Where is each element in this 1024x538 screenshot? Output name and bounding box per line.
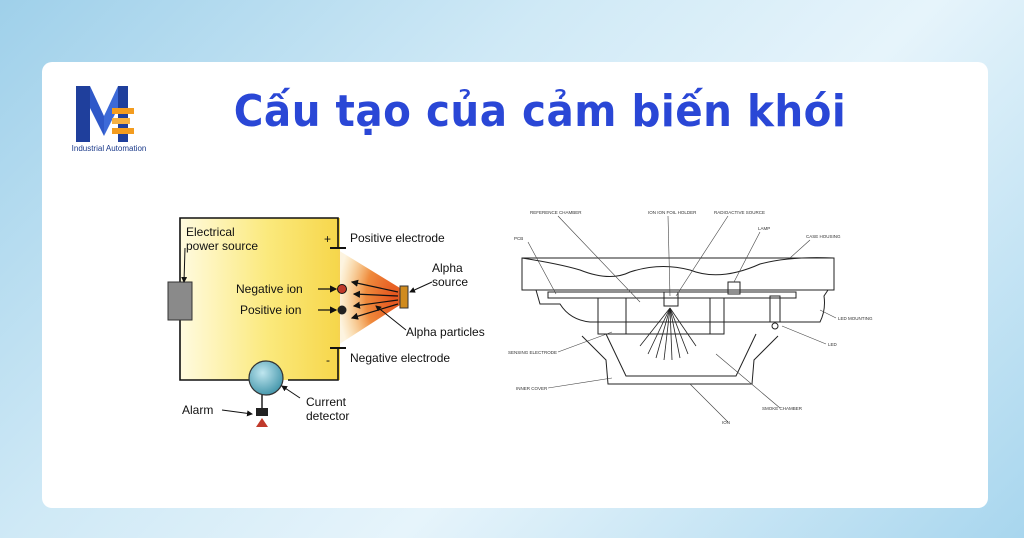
brand-logo [76,86,134,142]
brand-tagline: Industrial Automation [71,144,147,153]
pcb-label: PCB [514,236,523,241]
radiation-glow [338,250,400,345]
power-source-block [167,281,193,321]
positive-ion-label: Positive ion [240,303,301,317]
ion-label: ION [722,420,730,425]
power-source-label-2: power source [186,239,258,253]
positive-ion-dot [337,305,347,315]
positive-electrode-label: Positive electrode [350,231,445,245]
current-detector-label-2: detector [306,409,349,423]
alpha-source-label-2: source [432,275,468,289]
current-detector [248,360,284,396]
sensing-electrode-label: SENSING ELECTRODE [508,350,557,355]
smoke-chamber-label: SMOKE CHAMBER [762,406,803,411]
current-detector-label-1: Current [306,395,347,409]
radiation-fan [639,307,697,361]
negative-ion-dot [337,284,347,294]
alarm-block [256,408,268,416]
alpha-source-block [399,285,409,309]
ion-foil-label: ION ION FOIL HOLDER [648,210,697,215]
alarm-label: Alarm [182,403,213,417]
negative-ion-label: Negative ion [236,282,303,296]
reference-chamber-label: REFERENCE CHAMBER [530,210,582,215]
negative-electrode-label: Negative electrode [350,351,450,365]
led-label: LED [828,342,838,347]
positive-sign: + [324,232,331,246]
alpha-source-label-1: Alpha [432,261,463,275]
alpha-particles-label: Alpha particles [406,325,485,339]
case-housing-label: CASE HOUSING [806,234,841,239]
alarm-indicator [256,418,268,427]
radioactive-source-label: RADIOACTIVE SOURCE [714,210,765,215]
inner-cover-label: INNER COVER [516,386,548,391]
page-title: Cấu tạo của cảm biến khói [233,86,847,137]
field-area [180,218,340,380]
lamp-label: LAMP [758,226,770,231]
power-source-label-1: Electrical [186,225,235,239]
negative-sign: - [326,353,330,367]
led-mounting-label: LED MOUNTING [838,316,873,321]
